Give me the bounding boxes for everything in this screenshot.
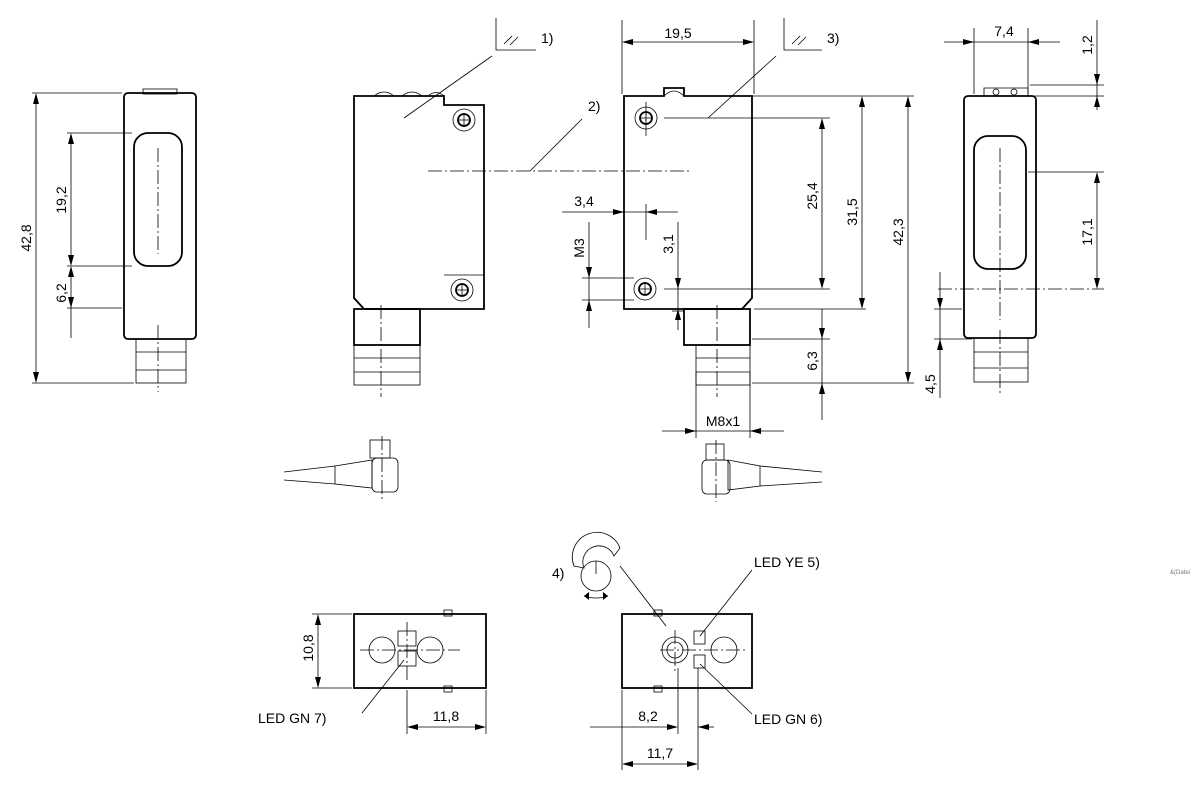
- dimension-3-1: 3,1: [660, 222, 684, 330]
- dimension-m8x1: M8x1: [662, 372, 784, 438]
- side-view-left: [32, 88, 197, 392]
- dimension-label: M3: [571, 238, 587, 258]
- dimension-label: 42,3: [890, 218, 906, 245]
- dimension-11-7: 11,7: [622, 745, 698, 767]
- led-gn-6-callout: LED GN 6): [699, 663, 822, 727]
- callout-1: 1): [403, 18, 553, 119]
- dimension-label: 3,4: [574, 193, 594, 209]
- dimension-label: 4,5: [922, 374, 938, 394]
- dimension-label: 42,8: [18, 224, 34, 251]
- callout-2: 2): [529, 98, 600, 172]
- dimension-label: 1,2: [1079, 35, 1095, 55]
- dimension-11-8: 11,8: [407, 708, 486, 730]
- angled-connector-left: [283, 436, 399, 500]
- dimension-label: 31,5: [844, 198, 860, 225]
- dimension-42-3: 42,3: [890, 96, 911, 383]
- dimension-19-5: 19,5: [621, 20, 755, 94]
- dimension-label: 6,3: [804, 351, 820, 371]
- potentiometer-label: 4): [552, 565, 564, 581]
- led-gn-7-label: LED GN 7): [258, 710, 326, 726]
- callout-label: 2): [588, 98, 600, 114]
- front-view-left: [353, 91, 690, 397]
- dimension-label: M8x1: [706, 413, 740, 429]
- dimension-6-2: 6,2: [53, 266, 74, 338]
- dimension-label: 25,4: [804, 182, 820, 209]
- dimension-17-1: 17,1: [1079, 172, 1100, 289]
- callout-label: 3): [827, 30, 839, 46]
- callout-3: 3): [707, 18, 839, 119]
- dimension-1-2: 1,2: [1079, 20, 1100, 110]
- angled-connector-right: [701, 440, 823, 502]
- dimension-25-4: 25,4: [804, 118, 825, 289]
- dimension-4-5: 4,5: [922, 272, 943, 398]
- dimension-6-3: 6,3: [804, 309, 825, 420]
- dimension-label: 3,1: [660, 234, 676, 254]
- dimension-label: 10,8: [300, 634, 316, 661]
- dimension-3-4: 3,4: [562, 193, 678, 240]
- led-gn-6-label: LED GN 6): [754, 711, 822, 727]
- dimension-31-5: 31,5: [844, 96, 865, 309]
- front-view-right: [623, 87, 914, 397]
- callout-label: 1): [541, 30, 553, 46]
- dimension-label: 8,2: [638, 708, 658, 724]
- led-ye-5-callout: LED YE 5): [699, 554, 820, 637]
- dimension-label: 7,4: [994, 23, 1014, 39]
- dimension-label: 6,2: [53, 283, 69, 303]
- led-gn-7-callout: LED GN 7): [258, 659, 405, 726]
- dimension-label: 11,7: [647, 745, 673, 761]
- dimension-8-2: 8,2: [590, 708, 714, 730]
- corner-note: &(Datei: [1170, 570, 1190, 576]
- bottom-view-right: [621, 609, 753, 770]
- dimension-label: 17,1: [1079, 218, 1095, 245]
- dimension-10-8: 10,8: [300, 614, 321, 688]
- side-view-right: [934, 84, 1104, 394]
- dimension-m3: M3: [571, 222, 634, 328]
- dimension-label: 19,5: [664, 25, 691, 41]
- dimension-label: 19,2: [53, 186, 69, 213]
- potentiometer-symbol: 4): [552, 531, 667, 627]
- dimension-42-8: 42,8: [18, 93, 39, 383]
- led-ye-5-label: LED YE 5): [754, 554, 820, 570]
- bottom-view-left: [312, 609, 487, 734]
- dimension-19-2: 19,2: [53, 133, 74, 266]
- dimension-label: 11,8: [433, 708, 459, 724]
- dimension-7-4: 7,4: [944, 23, 1060, 94]
